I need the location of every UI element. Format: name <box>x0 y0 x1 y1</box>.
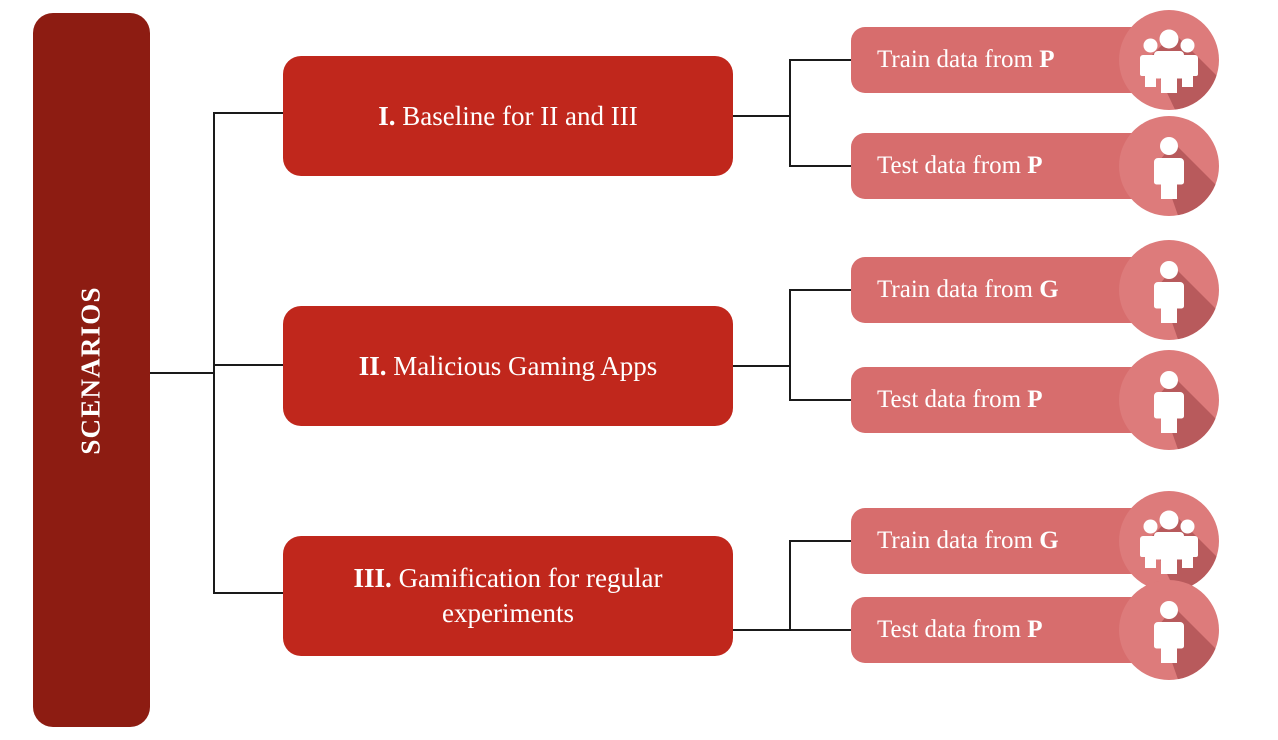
single-person-icon <box>1119 350 1219 450</box>
connector-scenario-2-out <box>733 365 791 367</box>
group-of-people-icon <box>1119 491 1219 591</box>
leaf-label-prefix: Test data from <box>877 386 1028 413</box>
scenarios-root-bar: SCENARIOS <box>33 13 150 727</box>
connector-scenario-1-fork <box>789 59 791 167</box>
single-person-icon <box>1119 580 1219 680</box>
leaf-scenario-1-train[interactable]: Train data from P <box>851 10 1219 110</box>
scenario-box-2[interactable]: II. Malicious Gaming Apps <box>283 306 733 426</box>
leaf-scenario-2-train[interactable]: Train data from G <box>851 240 1219 340</box>
scenario-3-numeral: III. <box>353 563 392 594</box>
scenario-1-text: I. Baseline for II and III <box>378 99 637 134</box>
connector-scenario-1-leaf-1 <box>789 59 853 61</box>
connector-scenario-2-fork <box>789 289 791 401</box>
leaf-scenario-1-test[interactable]: Test data from P <box>851 116 1219 216</box>
connector-scenario-2-leaf-2 <box>789 399 853 401</box>
scenario-box-1[interactable]: I. Baseline for II and III <box>283 56 733 176</box>
leaf-label-prefix: Train data from <box>877 276 1040 303</box>
connector-spine-vertical <box>213 112 215 594</box>
connector-scenario-3-leaf-1 <box>789 540 853 542</box>
scenario-3-title-line-2: experiments <box>442 598 574 628</box>
connector-spine-to-scenario-3 <box>213 592 285 594</box>
connector-scenario-1-leaf-2 <box>789 165 853 167</box>
connector-spine-to-scenario-2 <box>213 364 285 366</box>
connector-spine-to-scenario-1 <box>213 112 285 114</box>
leaf-label-source: G <box>1039 276 1059 303</box>
group-of-people-icon <box>1119 10 1219 110</box>
scenario-2-text: II. Malicious Gaming Apps <box>359 349 658 384</box>
connector-scenario-1-out <box>733 115 791 117</box>
leaf-label-source: P <box>1039 46 1055 73</box>
leaf-label-prefix: Test data from <box>877 152 1028 179</box>
leaf-label-source: P <box>1027 386 1043 413</box>
leaf-scenario-3-train[interactable]: Train data from G <box>851 491 1219 591</box>
scenario-3-text: III. Gamification for regular experiment… <box>354 561 663 630</box>
leaf-label-source: P <box>1027 152 1043 179</box>
single-person-icon <box>1119 116 1219 216</box>
leaf-label-source: P <box>1027 616 1043 643</box>
scenario-2-title: Malicious Gaming Apps <box>393 350 658 381</box>
connector-scenario-3-fork <box>789 540 791 631</box>
leaf-scenario-3-test[interactable]: Test data from P <box>851 580 1219 680</box>
leaf-label-scenario-3-test: Test data from P <box>877 616 1043 644</box>
scenarios-root-label: SCENARIOS <box>76 285 107 455</box>
scenario-1-numeral: I. <box>378 100 396 131</box>
leaf-label-prefix: Train data from <box>877 46 1040 73</box>
leaf-label-scenario-3-train: Train data from G <box>877 527 1059 555</box>
leaf-label-scenario-2-test: Test data from P <box>877 386 1043 414</box>
leaf-label-scenario-1-test: Test data from P <box>877 152 1043 180</box>
scenario-1-title: Baseline for II and III <box>402 100 638 131</box>
single-person-icon <box>1119 240 1219 340</box>
leaf-scenario-2-test[interactable]: Test data from P <box>851 350 1219 450</box>
scenario-box-3[interactable]: III. Gamification for regular experiment… <box>283 536 733 656</box>
connector-scenario-3-leaf-2 <box>789 629 853 631</box>
leaf-label-scenario-1-train: Train data from P <box>877 46 1055 74</box>
scenario-3-title-line-1: Gamification for regular <box>398 563 663 594</box>
connector-root-trunk <box>150 372 214 374</box>
leaf-label-scenario-2-train: Train data from G <box>877 276 1059 304</box>
scenario-2-numeral: II. <box>358 350 387 381</box>
leaf-label-source: G <box>1039 527 1059 554</box>
leaf-label-prefix: Test data from <box>877 616 1028 643</box>
connector-scenario-2-leaf-1 <box>789 289 853 291</box>
connector-scenario-3-out <box>733 629 791 631</box>
leaf-label-prefix: Train data from <box>877 527 1040 554</box>
